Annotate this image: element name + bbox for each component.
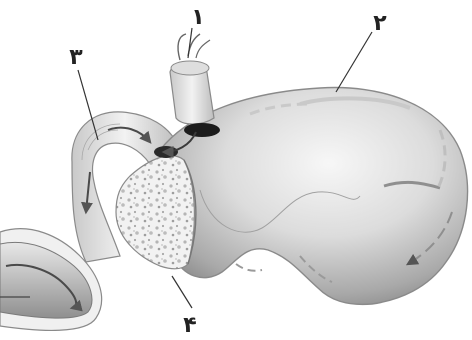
label-2: ۲: [373, 11, 387, 36]
label-3: ۳: [69, 45, 83, 70]
leader-line-4: [172, 276, 192, 308]
label-1: ۱: [191, 5, 204, 30]
dark-opening: [184, 123, 220, 137]
leader-line-2: [336, 32, 372, 92]
inlet-wire-1: [178, 34, 186, 60]
spongy-section: [116, 156, 196, 269]
label-4: ۴: [183, 313, 196, 338]
